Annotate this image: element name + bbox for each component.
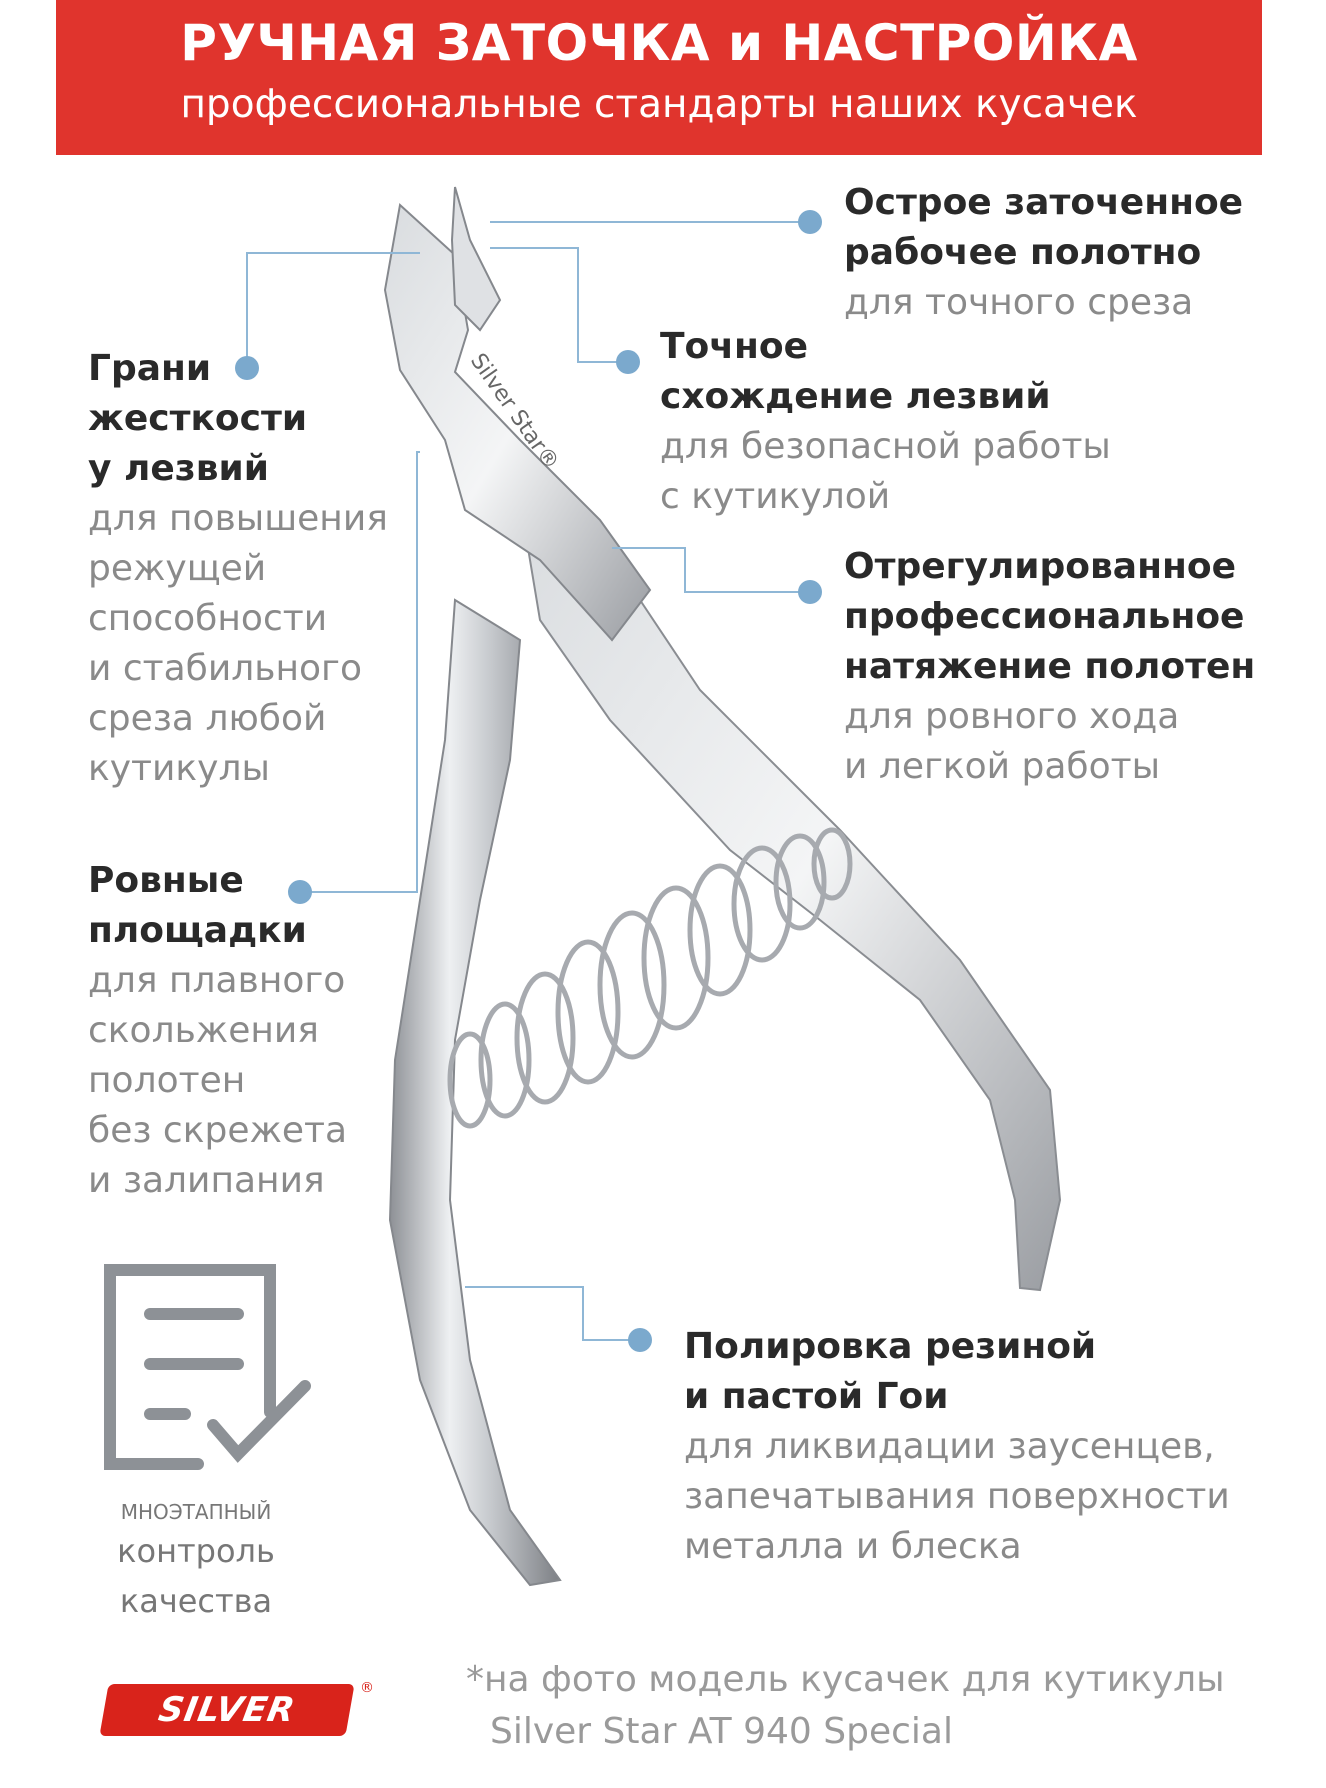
callout-dot-polish — [628, 1328, 652, 1352]
silver-star-logo: SILVER STAR — [99, 1684, 355, 1782]
callout-edges: Грани жесткости у лезвий для повышения р… — [88, 348, 388, 789]
callout-connectors — [246, 221, 810, 1341]
left-handle — [388, 598, 562, 1587]
callout-pads: Ровные площадки для плавного скольжения … — [88, 860, 348, 1201]
callout-dot-sharp — [798, 210, 822, 234]
spring — [447, 827, 853, 1129]
quality-control-badge: МНОЭТАПНЫЙ контроль качества — [96, 1268, 296, 1624]
callout-convergence: Точное схождение лезвий для безопасной р… — [660, 326, 1111, 517]
nippers-head — [383, 203, 652, 642]
logo-registered-mark: ® — [360, 1680, 374, 1696]
banner-title: РУЧНАЯ ЗАТОЧКА и НАСТРОЙКА — [180, 14, 1138, 72]
callout-dot-tension — [798, 580, 822, 604]
callout-sharp-blade: Острое заточенное рабочее полотно для то… — [844, 182, 1244, 323]
banner-subtitle: профессиональные стандарты наших кусачек — [180, 82, 1138, 127]
quality-line2: качества — [119, 1582, 273, 1620]
callout-polish: Полировка резиной и пастой Гои для ликви… — [684, 1326, 1230, 1567]
footnote-line2: Silver Star AT 940 Special — [490, 1711, 953, 1752]
quality-small-label: МНОЭТАПНЫЙ — [120, 1500, 272, 1524]
callout-dot-edges — [235, 356, 259, 380]
footnote: *на фото модель кусачек для кутикулы Sil… — [466, 1654, 1225, 1758]
quality-line1: контроль — [117, 1532, 275, 1570]
header-banner: РУЧНАЯ ЗАТОЧКА и НАСТРОЙКА профессиональ… — [56, 0, 1262, 155]
callout-dot-convergence — [616, 350, 640, 374]
footnote-line1: *на фото модель кусачек для кутикулы — [466, 1659, 1225, 1700]
jaw-blade — [450, 186, 502, 332]
checklist-document-icon — [104, 1264, 311, 1470]
callout-dot-pads — [288, 880, 312, 904]
callout-tension: Отрегулированное профессиональное натяже… — [844, 546, 1256, 787]
